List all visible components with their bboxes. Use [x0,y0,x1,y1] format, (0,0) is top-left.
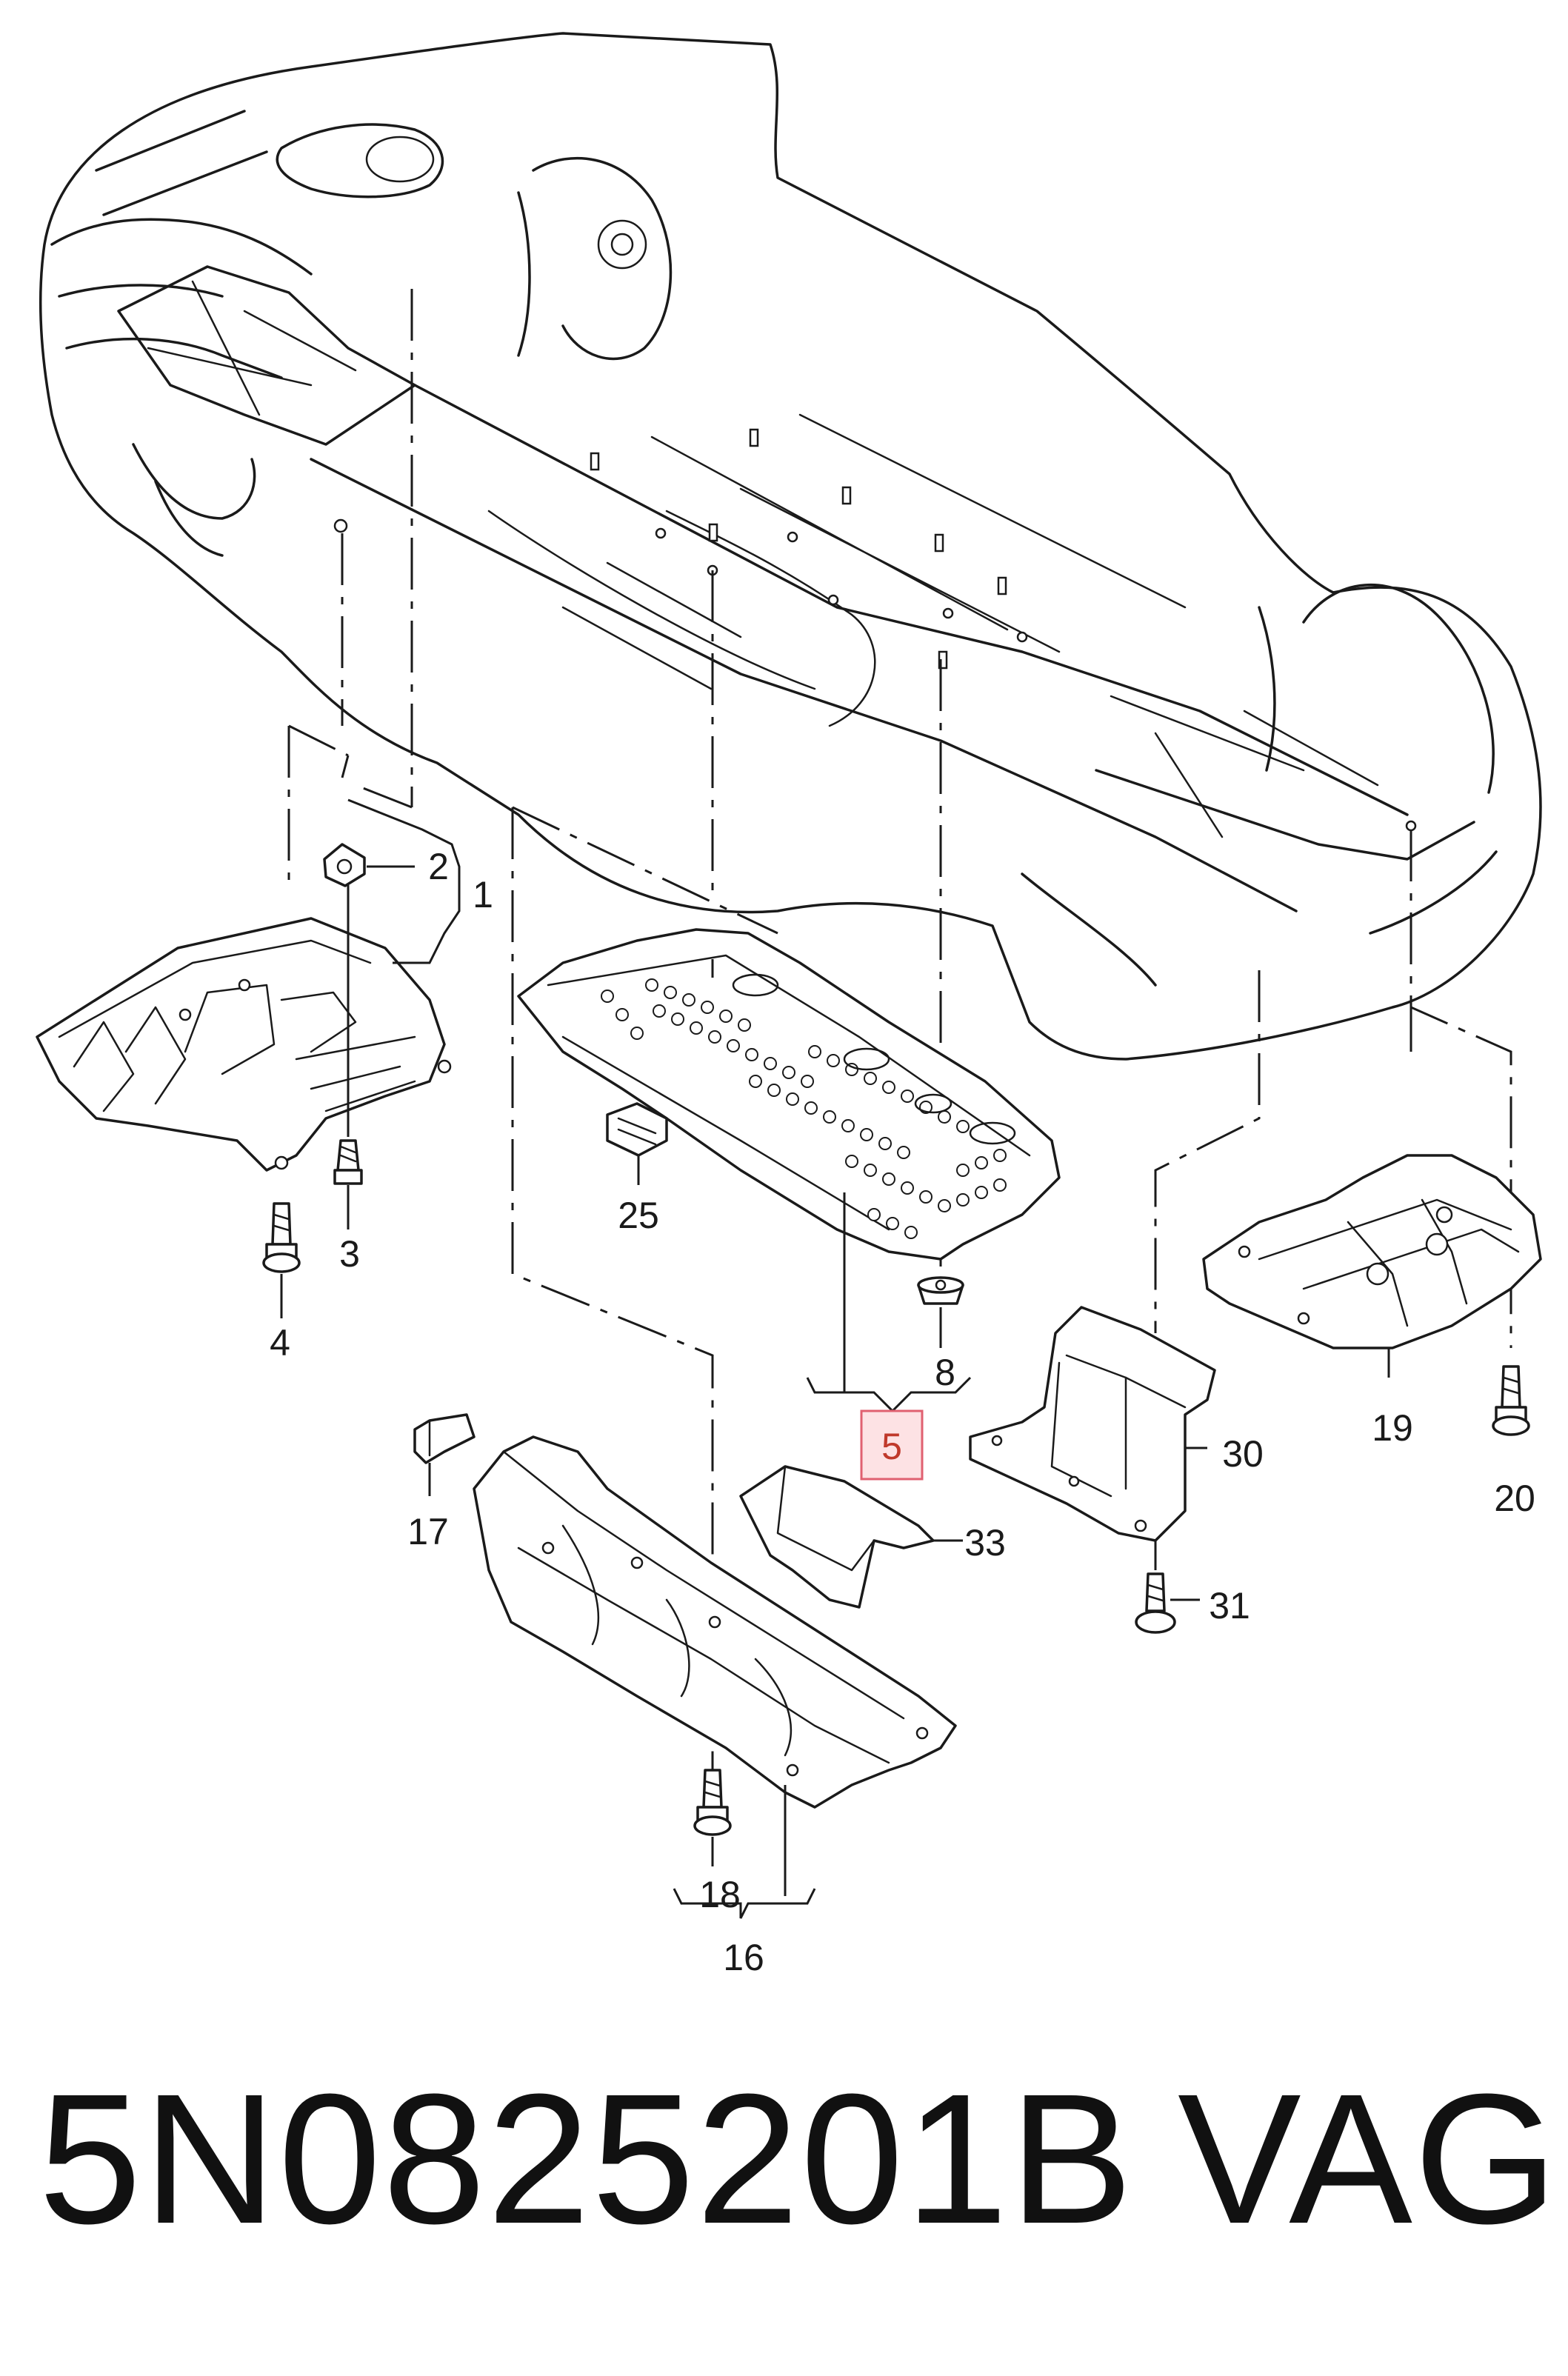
part-3-screw [333,885,363,1229]
part-33-bracket [739,1465,948,1609]
part-18-bolt [693,1769,732,1866]
vent-holes [601,978,1007,1239]
callout-17: 17 [407,1511,449,1552]
callout-3: 3 [339,1233,360,1275]
leader-lines [347,798,963,1919]
callout-30: 30 [1222,1433,1264,1475]
part-20-bolt [1492,1365,1530,1436]
part-1-engine-undertray [36,917,452,1172]
callout-31: 31 [1209,1585,1250,1626]
callout-25: 25 [618,1195,659,1236]
callout-1: 1 [473,874,493,915]
callouts: 1 2 3 4 5 8 16 17 18 19 20 25 30 31 33 [270,846,1535,1978]
part-number: 5N0825201B [39,2055,1135,2262]
part-19-rear-undertray [1202,1154,1542,1378]
callout-18: 18 [699,1874,741,1915]
part-31-screw [1135,1541,1200,1634]
callout-33: 33 [964,1522,1006,1564]
part-2-clip [323,843,366,887]
callout-5-highlight [860,1409,924,1481]
brand-name: VAG [1178,2055,1560,2262]
callout-4: 4 [270,1322,290,1364]
callout-20: 20 [1494,1478,1535,1519]
part-25-clip-nut [606,1102,668,1157]
callout-2: 2 [428,846,449,887]
callout-16: 16 [723,1937,764,1978]
part-5-floor-undertray [517,928,1061,1261]
part-8-nut [917,1276,964,1348]
callout-8: 8 [935,1352,955,1393]
part-17-clip [413,1413,476,1496]
car-underbody [39,32,1542,1061]
callout-5: 5 [881,1426,902,1467]
floor-studs [333,428,1417,832]
part-30-heat-shield [969,1306,1216,1542]
part-16-tunnel-shield [473,1435,957,1809]
callout-19: 19 [1372,1407,1413,1449]
part-4-bolt [262,1202,301,1318]
